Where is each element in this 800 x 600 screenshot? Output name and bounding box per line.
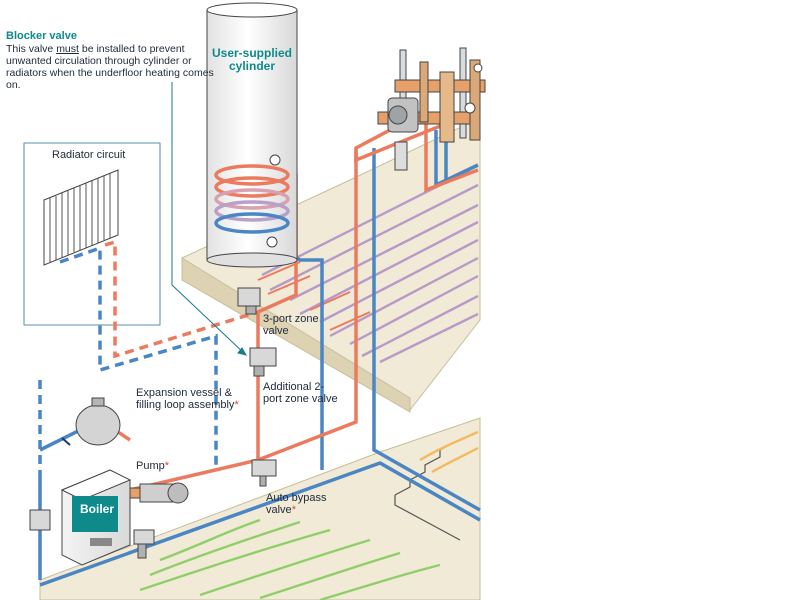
lower-floor-loops-orange [419, 430, 479, 474]
expansion-vessel-label: Expansion vessel & filling loop assembly… [136, 387, 239, 411]
cylinder-connectors [266, 154, 281, 248]
cylinder-label: User-supplied cylinder [211, 46, 292, 73]
left-valve [29, 509, 51, 531]
three-port-zone-valve-label: 3-port zone valve [263, 313, 319, 337]
expansion-vessel [61, 397, 121, 446]
radiator-circuit-label: Radiator circuit [52, 149, 126, 161]
blocker-valve-title: Blocker valve [6, 30, 77, 42]
blocker-valve-description: This valve must be installed to prevent … [6, 43, 214, 91]
two-port-zone-valve [249, 347, 277, 377]
upper-floor-loops-orange [257, 261, 371, 331]
cylinder-coil [214, 164, 290, 234]
two-port-zone-valve-label: Additional 2-port zone valve [263, 381, 338, 405]
three-port-zone-valve [237, 287, 261, 315]
blocker-valve [133, 529, 155, 559]
radiator-dashed-pipes [38, 239, 259, 470]
manifold [377, 47, 486, 171]
blocker-leader-line [171, 82, 248, 356]
boiler-label: Boiler [80, 502, 115, 516]
stairs [394, 441, 461, 541]
pump [125, 482, 189, 504]
auto-bypass-valve-label: Auto bypass valve* [266, 492, 327, 516]
lower-floor-loops [139, 518, 441, 600]
boiler [60, 469, 132, 566]
radiator-icon [43, 169, 119, 266]
auto-bypass-valve [251, 459, 277, 487]
pump-label: Pump* [136, 460, 170, 472]
